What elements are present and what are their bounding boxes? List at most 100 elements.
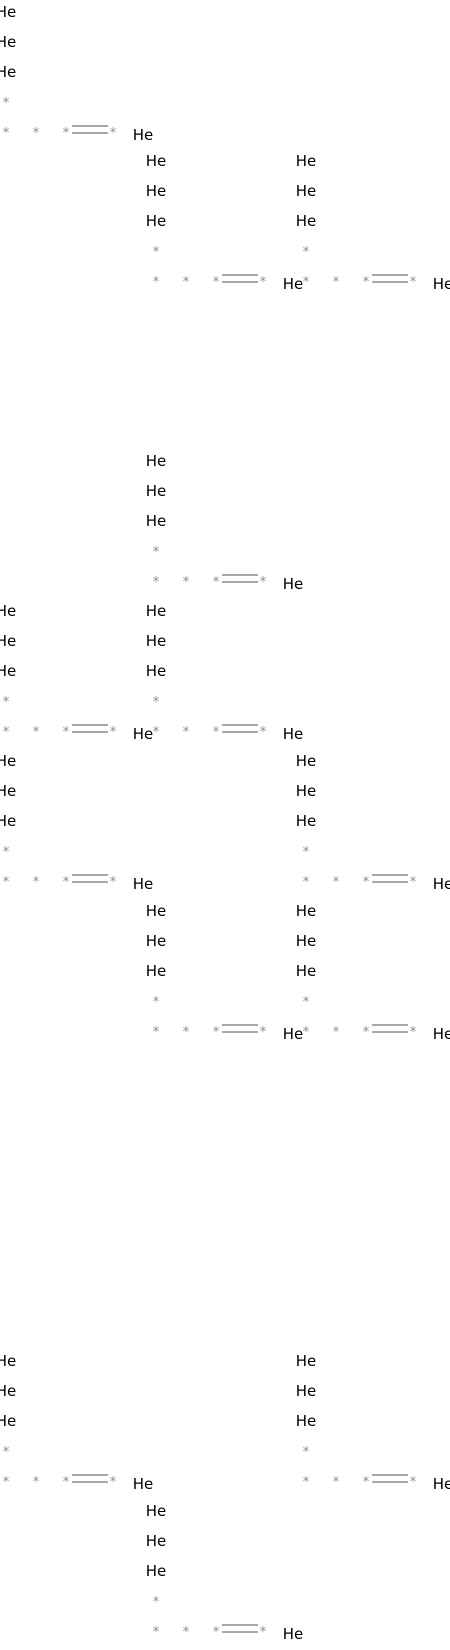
- attachment-point: *: [363, 1475, 370, 1490]
- attachment-point: *: [213, 725, 220, 740]
- attachment-point: *: [153, 575, 160, 590]
- attachment-point: *: [213, 275, 220, 290]
- atom-label-he: He: [296, 812, 317, 830]
- fragments-layer: HeHeHe*****HeHeHeHe*****HeHeHeHe*****HeH…: [0, 3, 450, 1643]
- attachment-point: *: [183, 275, 190, 290]
- atom-label-he: He: [0, 812, 16, 830]
- attachment-point: *: [3, 1475, 10, 1490]
- atom-label-he: He: [296, 1352, 317, 1370]
- attachment-point: *: [260, 1025, 267, 1040]
- attachment-point: *: [213, 1025, 220, 1040]
- attachment-point: *: [63, 1475, 70, 1490]
- atom-label-he: He: [433, 875, 450, 893]
- attachment-point: *: [183, 725, 190, 740]
- atom-label-he: He: [146, 212, 167, 230]
- attachment-point: *: [33, 875, 40, 890]
- atom-label-he: He: [146, 452, 167, 470]
- attachment-point: *: [63, 126, 70, 141]
- atom-label-he: He: [0, 3, 16, 21]
- atom-label-he: He: [146, 182, 167, 200]
- attachment-point: *: [333, 275, 340, 290]
- attachment-point: *: [153, 1025, 160, 1040]
- attachment-point: *: [3, 96, 10, 111]
- attachment-point: *: [110, 126, 117, 141]
- atom-label-he: He: [0, 1412, 16, 1430]
- atom-label-he: He: [296, 182, 317, 200]
- attachment-point: *: [303, 275, 310, 290]
- attachment-point: *: [33, 126, 40, 141]
- atom-label-he: He: [133, 875, 154, 893]
- atom-label-he: He: [146, 602, 167, 620]
- attachment-point: *: [153, 995, 160, 1010]
- atom-label-he: He: [283, 725, 304, 743]
- attachment-point: *: [33, 725, 40, 740]
- atom-label-he: He: [433, 1475, 450, 1493]
- atom-label-he: He: [146, 512, 167, 530]
- attachment-point: *: [3, 845, 10, 860]
- attachment-point: *: [260, 275, 267, 290]
- attachment-point: *: [3, 725, 10, 740]
- atom-label-he: He: [283, 575, 304, 593]
- atom-label-he: He: [146, 632, 167, 650]
- attachment-point: *: [153, 275, 160, 290]
- atom-label-he: He: [146, 1532, 167, 1550]
- atom-label-he: He: [0, 602, 16, 620]
- attachment-point: *: [260, 575, 267, 590]
- atom-label-he: He: [0, 1382, 16, 1400]
- attachment-point: *: [183, 1025, 190, 1040]
- attachment-point: *: [153, 245, 160, 260]
- atom-label-he: He: [146, 932, 167, 950]
- atom-label-he: He: [146, 482, 167, 500]
- attachment-point: *: [303, 245, 310, 260]
- attachment-point: *: [303, 1445, 310, 1460]
- atom-label-he: He: [133, 126, 154, 144]
- attachment-point: *: [153, 1625, 160, 1640]
- atom-label-he: He: [283, 1625, 304, 1643]
- attachment-point: *: [303, 1475, 310, 1490]
- attachment-point: *: [153, 725, 160, 740]
- atom-label-he: He: [296, 1412, 317, 1430]
- attachment-point: *: [153, 695, 160, 710]
- atom-label-he: He: [0, 632, 16, 650]
- atom-label-he: He: [0, 33, 16, 51]
- attachment-point: *: [3, 126, 10, 141]
- atom-label-he: He: [133, 1475, 154, 1493]
- attachment-point: *: [333, 1475, 340, 1490]
- attachment-point: *: [183, 575, 190, 590]
- attachment-point: *: [110, 875, 117, 890]
- atom-label-he: He: [296, 932, 317, 950]
- atom-label-he: He: [296, 962, 317, 980]
- atom-label-he: He: [0, 63, 16, 81]
- attachment-point: *: [303, 875, 310, 890]
- attachment-point: *: [260, 1625, 267, 1640]
- attachment-point: *: [363, 1025, 370, 1040]
- attachment-point: *: [303, 845, 310, 860]
- atom-label-he: He: [296, 782, 317, 800]
- attachment-point: *: [153, 1595, 160, 1610]
- attachment-point: *: [410, 275, 417, 290]
- attachment-point: *: [63, 725, 70, 740]
- atom-label-he: He: [133, 725, 154, 743]
- attachment-point: *: [303, 1025, 310, 1040]
- atom-label-he: He: [283, 275, 304, 293]
- atom-label-he: He: [0, 782, 16, 800]
- atom-label-he: He: [146, 962, 167, 980]
- atom-label-he: He: [146, 1502, 167, 1520]
- attachment-point: *: [153, 545, 160, 560]
- attachment-point: *: [63, 875, 70, 890]
- attachment-point: *: [213, 575, 220, 590]
- attachment-point: *: [410, 875, 417, 890]
